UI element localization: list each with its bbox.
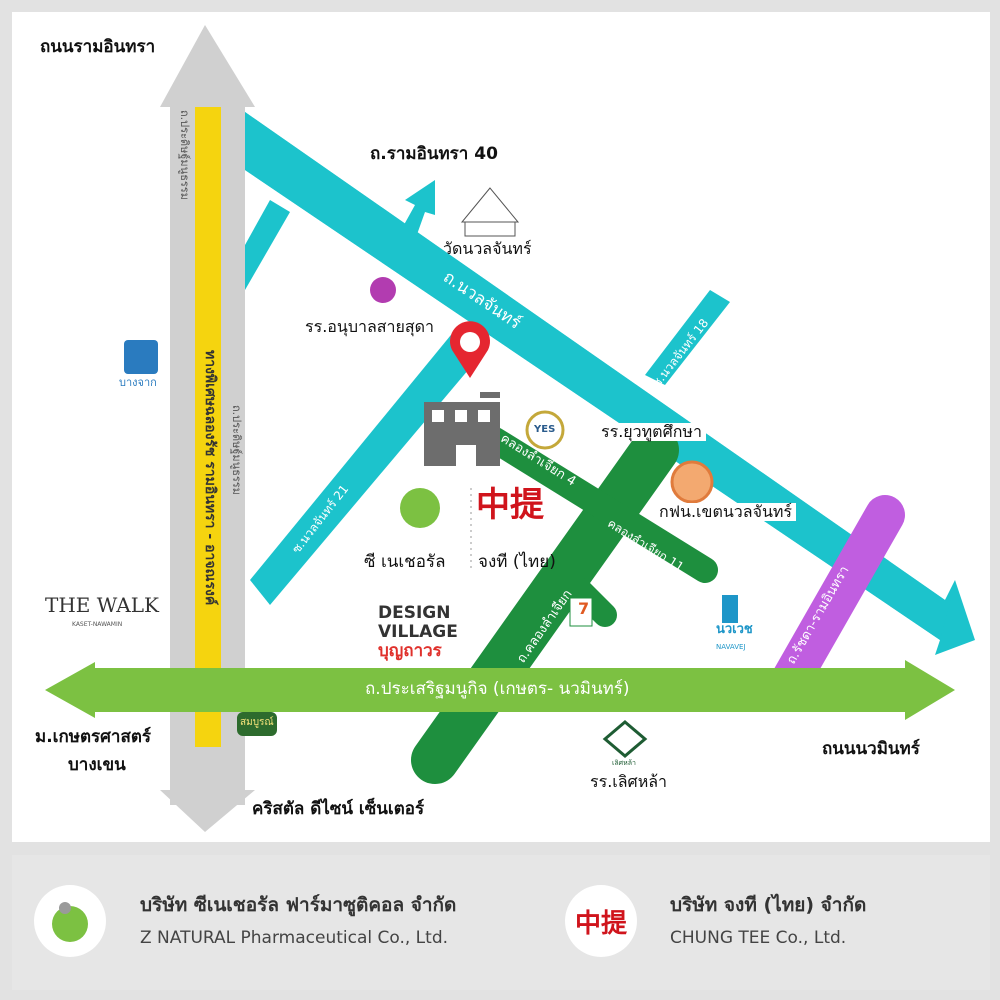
prasert-road-label: ถ.ประเสริฐมนูกิจ (เกษตร- นวมินทร์) (365, 679, 630, 699)
bangkhen-label: บางเขน (68, 755, 126, 775)
bangchak-logo (124, 340, 158, 374)
chung-tee-logo-icon: 中提 (565, 885, 637, 957)
temple-icon (460, 187, 520, 237)
expressway-yellow-strip (195, 107, 221, 747)
map-area (12, 12, 990, 842)
praditmanutham-label-2: ถ.ประดิษฐ์มนูธรรม (230, 405, 243, 495)
the-walk-sub: KASET-NAWAMIN (72, 621, 123, 628)
crystal-design-label: คริสตัล ดีไซน์ เซ็นเตอร์ (252, 799, 425, 819)
somboon-logo (237, 712, 277, 736)
expressway-label: ทางพิเศษฉลองรัช รามอินทรา - อาจณรงค์ (202, 350, 218, 606)
lertla-school-label: รร.เลิศหล้า (590, 772, 668, 791)
pea-office-label: กฟน.เขตนวลจันทร์ (655, 502, 797, 522)
company2-name-en: CHUNG TEE Co., Ltd. (670, 928, 847, 948)
prasert-road-shape (45, 660, 955, 720)
company-building-icon (424, 392, 500, 466)
z-natural-logo-mark (400, 488, 440, 528)
boonthavorn-text: บุญถาวร (378, 641, 442, 661)
company1-name-th: บริษัท ซีเนเชอรัล ฟาร์มาซูติคอล จำกัด (140, 894, 457, 916)
bangchak-label: บางจาก (119, 376, 157, 389)
z-natural-logo-icon (34, 885, 106, 957)
location-pin-icon (450, 321, 490, 378)
anuban-school-label: รร.อนุบาลสายสุดา (305, 317, 435, 336)
design-village-line1: DESIGN (378, 603, 451, 623)
somboon-text: สมบูรณ์ (240, 717, 274, 728)
lertla-logo-text: เลิศหล้า (612, 759, 636, 767)
navavej-en: NAVAVEJ (716, 643, 746, 651)
navavej-th: นวเวช (716, 622, 753, 637)
footer: บริษัท ซีเนเชอรัล ฟาร์มาซูติคอล จำกัด Z … (12, 855, 990, 990)
yuwathut-school-label: รร.ยุวทูตศึกษา (597, 422, 706, 442)
seven-eleven-text: 7 (578, 599, 590, 618)
design-village-line2: VILLAGE (378, 622, 458, 642)
yes-text: YES (534, 424, 556, 435)
nawamin-road-label: ถนนนวมินทร์ (822, 739, 920, 759)
yuwathut-school-logo (525, 410, 565, 450)
navavej-logo (722, 595, 738, 623)
chung-tee-label: จงที (ไทย) (478, 552, 556, 572)
kaset-university-label: ม.เกษตรศาสตร์ (35, 727, 152, 747)
lertla-logo (602, 720, 648, 758)
chung-tee-logo: 中提 (476, 485, 544, 525)
pea-logo (670, 460, 714, 504)
wat-label: วัดนวลจันทร์ (443, 239, 532, 258)
anuban-school-logo (370, 277, 396, 303)
ramintra-40-label: ถ.รามอินทรา 40 (370, 144, 498, 164)
company2-name-th: บริษัท จงที (ไทย) จำกัด (670, 894, 867, 916)
the-walk-logo: THE WALK (45, 593, 159, 617)
z-natural-label: ซี เนเชอรัล (364, 552, 446, 572)
ratchada-road-shape (765, 495, 905, 710)
ramintra-road-label: ถนนรามอินทรา (40, 37, 156, 57)
seven-eleven-logo (569, 597, 593, 627)
company1-name-en: Z NATURAL Pharmaceutical Co., Ltd. (140, 928, 449, 948)
praditmanutham-label: ถ.ประดิษฐ์มนูธรรม (178, 110, 191, 200)
